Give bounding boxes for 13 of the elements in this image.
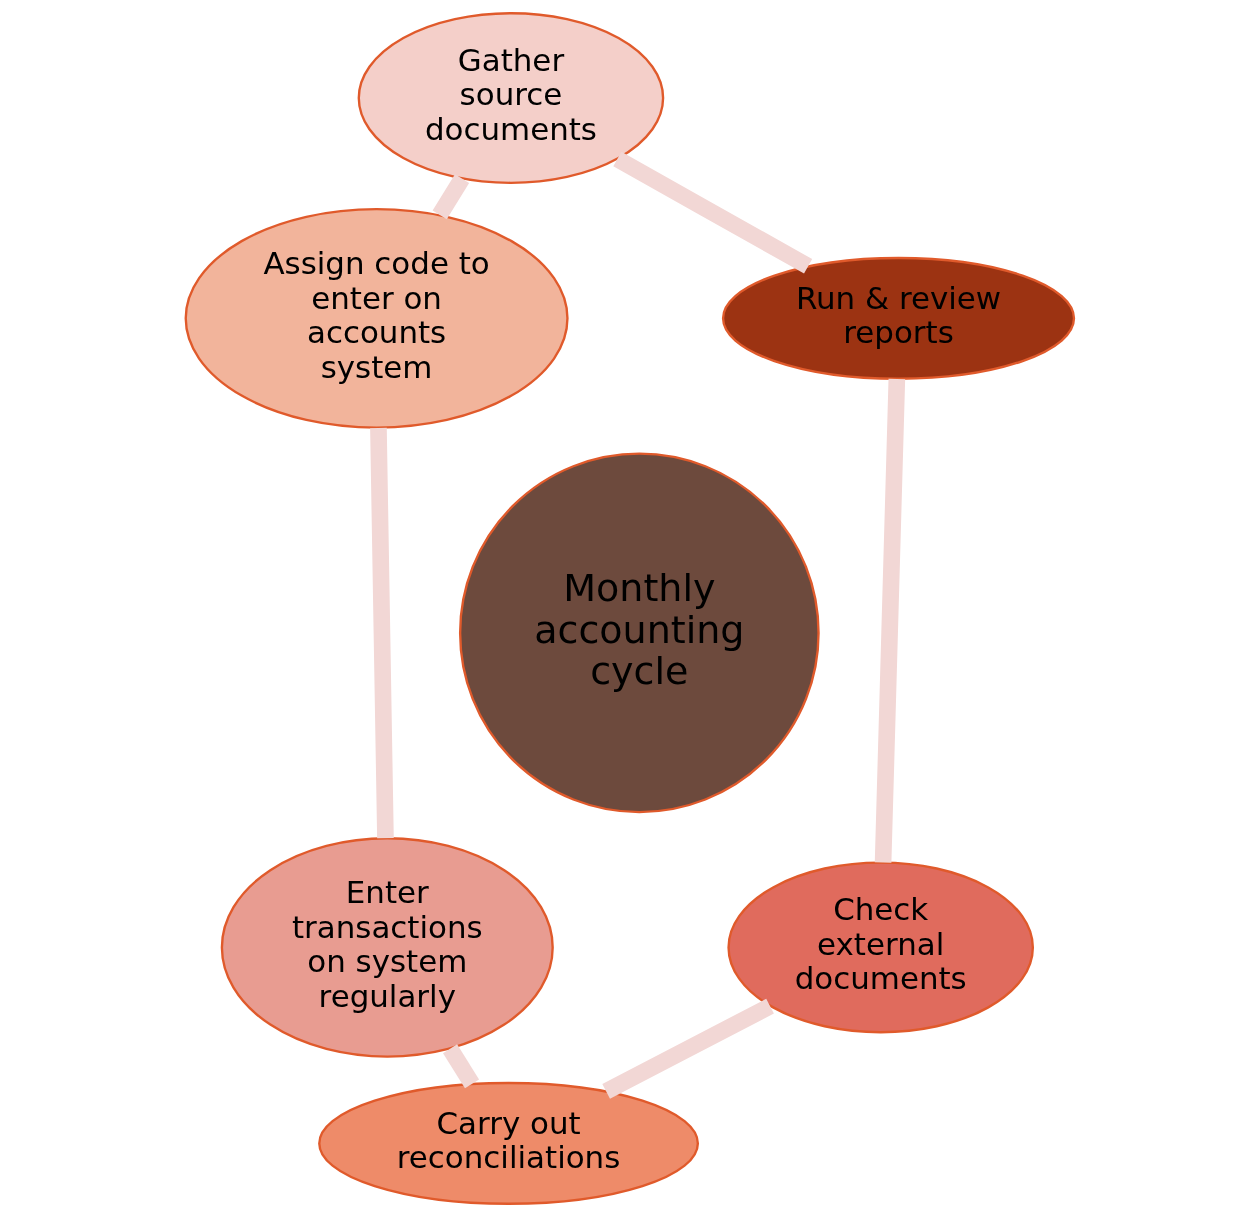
connector [613, 151, 813, 274]
connector [370, 427, 394, 839]
node-ellipse: Run & review reports [721, 256, 1076, 380]
node-ellipse: Enter transactions on system regularly [220, 837, 554, 1058]
connector [432, 174, 470, 220]
connector [602, 998, 774, 1099]
connector [874, 378, 906, 863]
node-ellipse: Gather source documents [357, 12, 665, 184]
node-ellipse: Assign code to enter on accounts system [184, 207, 569, 429]
node-ellipse: Carry out reconciliations [318, 1081, 700, 1205]
connector [443, 1044, 480, 1089]
node-circle: Monthly accounting cycle [458, 452, 820, 814]
node-ellipse: Check external documents [727, 861, 1035, 1034]
